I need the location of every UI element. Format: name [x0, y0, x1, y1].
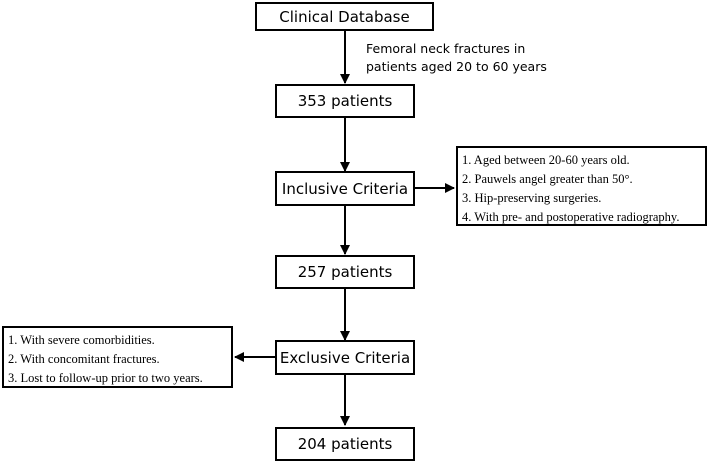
inclusive-criteria-box: Inclusive Criteria	[275, 171, 415, 206]
inclusion-criterion: 4. With pre- and postoperative radiograp…	[462, 210, 680, 224]
inclusion-criterion: 1. Aged between 20-60 years old.	[462, 153, 630, 167]
clinical-database-box: Clinical Database	[255, 2, 434, 31]
initial-patients-box: 353 patients	[275, 84, 415, 118]
selection-note-line2: patients aged 20 to 60 years	[366, 59, 547, 74]
selection-note: Femoral neck fractures in patients aged …	[366, 40, 547, 76]
exclusion-criteria-list: 1. With severe comorbidities. 2. With co…	[2, 326, 233, 388]
inclusion-criterion: 3. Hip-preserving surgeries.	[462, 191, 602, 205]
exclusion-criterion: 3. Lost to follow-up prior to two years.	[8, 371, 203, 385]
exclusion-criterion: 1. With severe comorbidities.	[8, 333, 155, 347]
inclusion-criterion: 2. Pauwels angel greater than 50°.	[462, 172, 633, 186]
after-inclusion-patients-box: 257 patients	[275, 255, 415, 289]
inclusion-criteria-list: 1. Aged between 20-60 years old. 2. Pauw…	[456, 146, 707, 226]
exclusion-criterion: 2. With concomitant fractures.	[8, 352, 160, 366]
exclusive-criteria-box: Exclusive Criteria	[275, 340, 415, 375]
final-patients-box: 204 patients	[275, 427, 415, 461]
selection-note-line1: Femoral neck fractures in	[366, 41, 526, 56]
